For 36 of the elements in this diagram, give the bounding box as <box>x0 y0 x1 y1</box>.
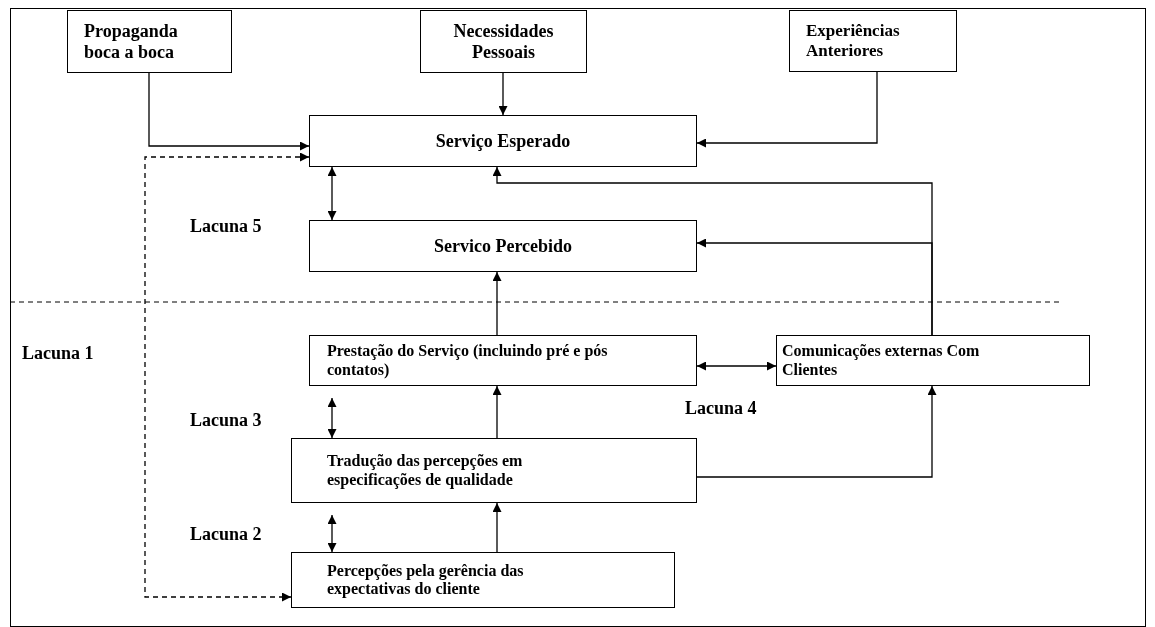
process-box <box>291 438 697 503</box>
box-label: Comunicações externas Com Clientes <box>782 342 981 379</box>
gap-label: Lacuna 2 <box>190 524 262 545</box>
box-label: Experiências Anteriores <box>806 21 901 61</box>
gap-label: Lacuna 4 <box>685 398 757 419</box>
arrow <box>327 514 337 553</box>
box-label: Tradução das percepções em especificações de qualidade <box>327 452 524 489</box>
box-label: Percepções pela gerência das expectativas do cliente <box>327 561 525 599</box>
arrow <box>696 385 937 478</box>
process-box <box>420 10 587 73</box>
arrow <box>696 71 878 148</box>
box-label: Necessidades Pessoais <box>452 20 555 63</box>
arrow <box>148 72 310 151</box>
process-box <box>776 335 1090 386</box>
box-label: Prestação do Serviço (incluindo pré e pós contatos) <box>327 342 609 379</box>
arrow <box>498 72 508 116</box>
arrow <box>696 238 933 336</box>
box-label: Serviço Esperado <box>435 130 571 152</box>
process-box <box>789 10 957 72</box>
arrow <box>492 385 502 439</box>
arrow <box>327 397 337 439</box>
arrow <box>327 166 337 221</box>
arrow <box>492 502 502 553</box>
arrow <box>144 152 310 602</box>
process-box <box>291 552 675 608</box>
arrow <box>696 361 777 371</box>
arrow <box>492 271 502 336</box>
box-label: Propaganda boca a boca <box>84 20 179 63</box>
gap-label: Lacuna 5 <box>190 216 262 237</box>
gap-label: Lacuna 3 <box>190 410 262 431</box>
process-box <box>309 115 697 167</box>
process-box <box>67 10 232 73</box>
process-box <box>309 335 697 386</box>
box-label: Servico Percebido <box>433 235 573 257</box>
process-box <box>309 220 697 272</box>
gap-label: Lacuna 1 <box>22 343 94 364</box>
